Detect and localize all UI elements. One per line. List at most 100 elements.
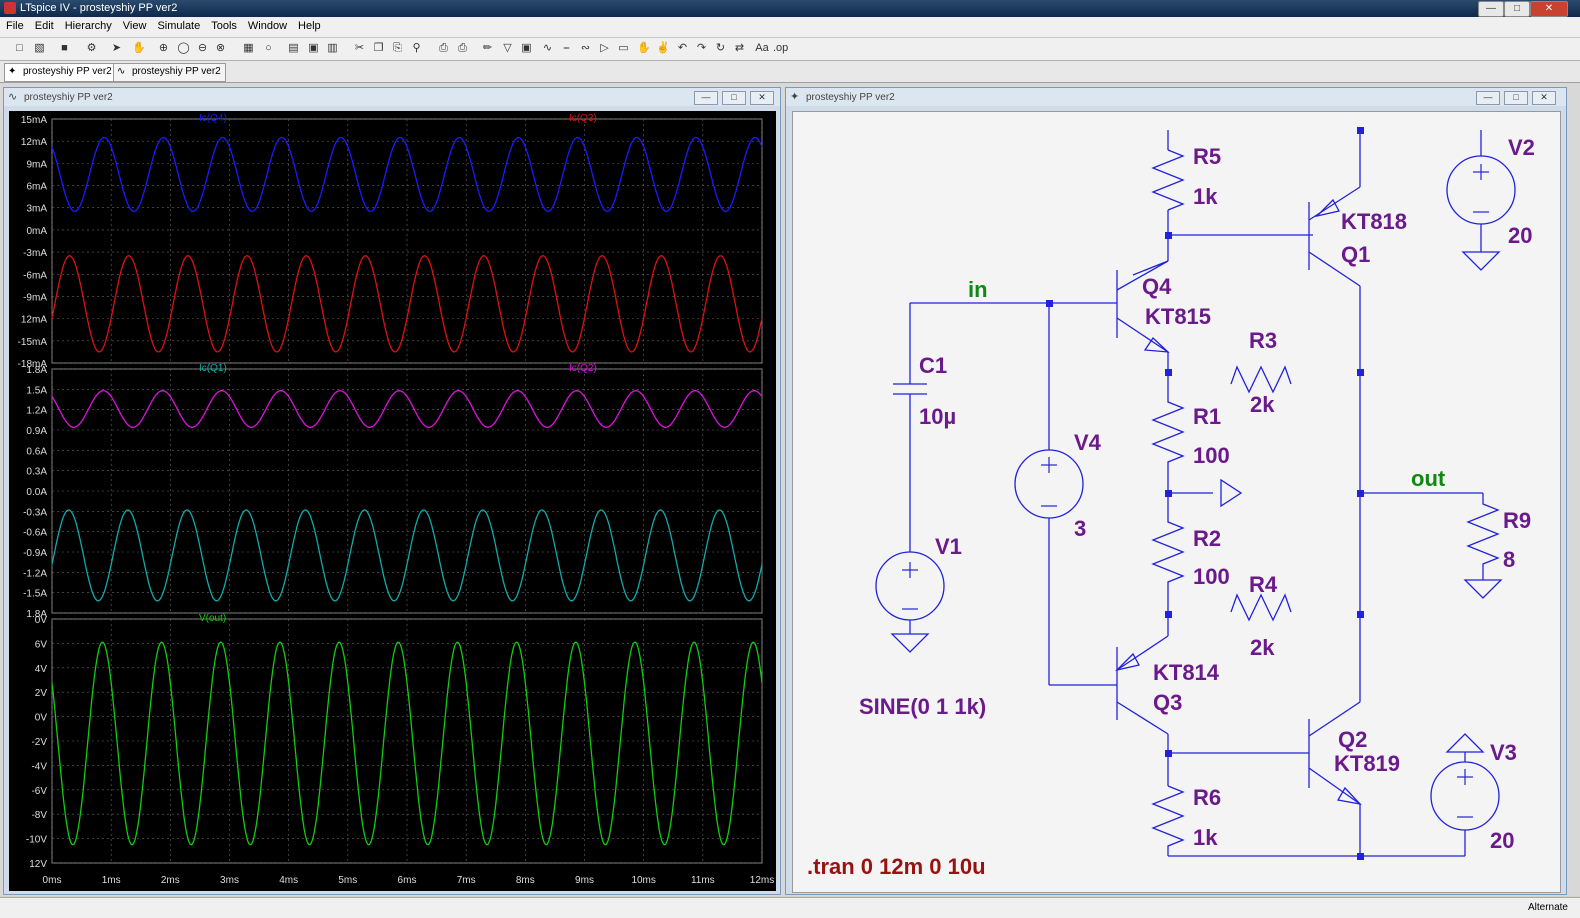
x-tick-label: 4ms: [279, 875, 298, 886]
y-tick-label: -0.9A: [23, 548, 47, 559]
mirror-icon[interactable]: ⇄: [734, 42, 745, 54]
resistor-R4-symbol: [1230, 593, 1292, 622]
open-icon[interactable]: ▧: [34, 42, 45, 54]
y-tick-label: -1.5A: [23, 589, 47, 600]
schematic-minimize-button[interactable]: —: [1476, 91, 1500, 105]
spice-directive[interactable]: .tran 0 12m 0 10u: [807, 854, 986, 879]
x-tick-label: 1ms: [102, 875, 121, 886]
tab-waveform[interactable]: ∿ prosteyshiy PP ver2: [113, 63, 226, 82]
new-schematic-icon[interactable]: □: [16, 42, 23, 54]
y-tick-label: 0V: [35, 615, 48, 626]
label-R6-name: R6: [1193, 785, 1221, 810]
transistor-Q2-emitter: [1308, 767, 1361, 805]
wire-icon[interactable]: ✏: [482, 42, 493, 54]
trace-ic-q4: [51, 136, 763, 213]
y-tick-label: -1.2A: [23, 568, 47, 579]
maximize-button[interactable]: □: [1504, 1, 1530, 17]
cascade-icon[interactable]: ▣: [308, 42, 319, 54]
schematic-drawing[interactable]: R5 1k KT818 Q1 V2 20 Q4 KT815 R3 2k C1 1…: [793, 112, 1560, 892]
print-setup-icon[interactable]: ⎙: [439, 42, 448, 54]
minimize-button[interactable]: —: [1478, 1, 1504, 17]
junction-dot: [1357, 369, 1364, 376]
label-R3-value: 2k: [1250, 392, 1275, 417]
transistor-Q4-arrow: [1143, 337, 1170, 353]
menu-file[interactable]: File: [6, 20, 24, 32]
save-icon[interactable]: ■: [61, 42, 68, 54]
delete-trace-icon[interactable]: ○: [265, 42, 272, 54]
redo-icon[interactable]: ↷: [696, 42, 707, 54]
menu-tools[interactable]: Tools: [211, 20, 237, 32]
document-tabs: ✦ prosteyshiy PP ver2 ∿ prosteyshiy PP v…: [0, 61, 1580, 83]
zoom-out-icon[interactable]: ⊖: [197, 42, 208, 54]
menu-help[interactable]: Help: [298, 20, 321, 32]
zoom-in-icon[interactable]: ⊕: [158, 42, 169, 54]
spice-directive-icon[interactable]: .op: [773, 42, 789, 54]
x-tick-label: 3ms: [220, 875, 239, 886]
move-icon[interactable]: ✋: [637, 42, 651, 54]
autorange-icon[interactable]: ▦: [243, 42, 254, 54]
rotate-icon[interactable]: ↻: [715, 42, 726, 54]
label-R1-value: 100: [1193, 443, 1230, 468]
tab-schematic[interactable]: ✦ prosteyshiy PP ver2: [4, 63, 117, 82]
component-icon[interactable]: ▭: [618, 42, 629, 54]
pan-icon[interactable]: ✋: [132, 42, 146, 54]
trace-ic-q2: [51, 390, 763, 428]
undo-icon[interactable]: ↶: [677, 42, 688, 54]
waveform-maximize-button[interactable]: □: [722, 91, 746, 105]
tile-vertical-icon[interactable]: ▥: [327, 42, 338, 54]
junction-dot: [1357, 490, 1364, 497]
menu-edit[interactable]: Edit: [34, 20, 54, 32]
status-bar: Alternate: [0, 897, 1580, 918]
text-icon[interactable]: Aa: [755, 42, 769, 54]
x-tick-label: 7ms: [457, 875, 476, 886]
menu-window[interactable]: Window: [247, 20, 288, 32]
zoom-area-icon[interactable]: ◯: [177, 42, 190, 54]
label-C1-value: 10µ: [919, 404, 956, 429]
drag-icon[interactable]: ✌: [656, 42, 670, 54]
paste-icon[interactable]: ⎘: [393, 42, 402, 54]
label-R4-name: R4: [1249, 572, 1278, 597]
label-R1-name: R1: [1193, 404, 1221, 429]
resistor-R2-symbol: [1151, 493, 1185, 614]
inductor-icon[interactable]: ∾: [580, 42, 591, 54]
label-V1-name: V1: [935, 534, 962, 559]
cut-icon[interactable]: ✂: [354, 42, 365, 54]
close-button[interactable]: ✕: [1530, 1, 1568, 17]
ground-icon[interactable]: ▽: [503, 42, 512, 54]
transistor-Q3-arrow: [1114, 652, 1140, 672]
junction-dot: [1046, 300, 1053, 307]
label-R6-value: 1k: [1193, 825, 1218, 850]
tile-horizontal-icon[interactable]: ▤: [288, 42, 299, 54]
print-icon[interactable]: ⎙: [458, 42, 467, 54]
label-V2-name: V2: [1508, 135, 1535, 160]
junction-dot: [1357, 127, 1364, 134]
schematic-icon: ✦: [790, 91, 800, 103]
transistor-Q1-arrow: [1314, 198, 1340, 218]
waveform-plot[interactable]: 15mA12mA9mA6mA3mA0mA-3mA-6mA-9mA12mA-15m…: [9, 111, 776, 891]
menu-hierarchy[interactable]: Hierarchy: [64, 20, 112, 32]
menu-view[interactable]: View: [122, 20, 147, 32]
run-icon[interactable]: ➤: [111, 42, 122, 54]
waveform-minimize-button[interactable]: —: [694, 91, 718, 105]
label-net-icon[interactable]: ▣: [521, 42, 532, 54]
waveform-window-title-bar: ∿ prosteyshiy PP ver2 — □ ✕: [4, 88, 780, 106]
menu-simulate[interactable]: Simulate: [157, 20, 201, 32]
schematic-maximize-button[interactable]: □: [1504, 91, 1528, 105]
label-C1-name: C1: [919, 353, 947, 378]
y-tick-label: 1.8A: [26, 609, 47, 620]
y-tick-label: 0V: [35, 713, 48, 724]
label-Q1-name: Q1: [1341, 242, 1370, 267]
waveform-close-button[interactable]: ✕: [750, 91, 774, 105]
zoom-fit-icon[interactable]: ⊗: [215, 42, 226, 54]
y-tick-label: 0.3A: [26, 467, 47, 478]
resistor-icon[interactable]: ∿: [542, 42, 553, 54]
schematic-canvas[interactable]: R5 1k KT818 Q1 V2 20 Q4 KT815 R3 2k C1 1…: [792, 111, 1561, 893]
x-tick-label: 2ms: [161, 875, 180, 886]
schematic-close-button[interactable]: ✕: [1532, 91, 1556, 105]
control-panel-icon[interactable]: ⚙: [86, 42, 97, 54]
diode-icon[interactable]: ▷: [600, 42, 609, 54]
find-icon[interactable]: ⚲: [412, 42, 421, 54]
capacitor-icon[interactable]: ⎯: [563, 42, 570, 54]
copy-icon[interactable]: ❐: [373, 42, 384, 54]
